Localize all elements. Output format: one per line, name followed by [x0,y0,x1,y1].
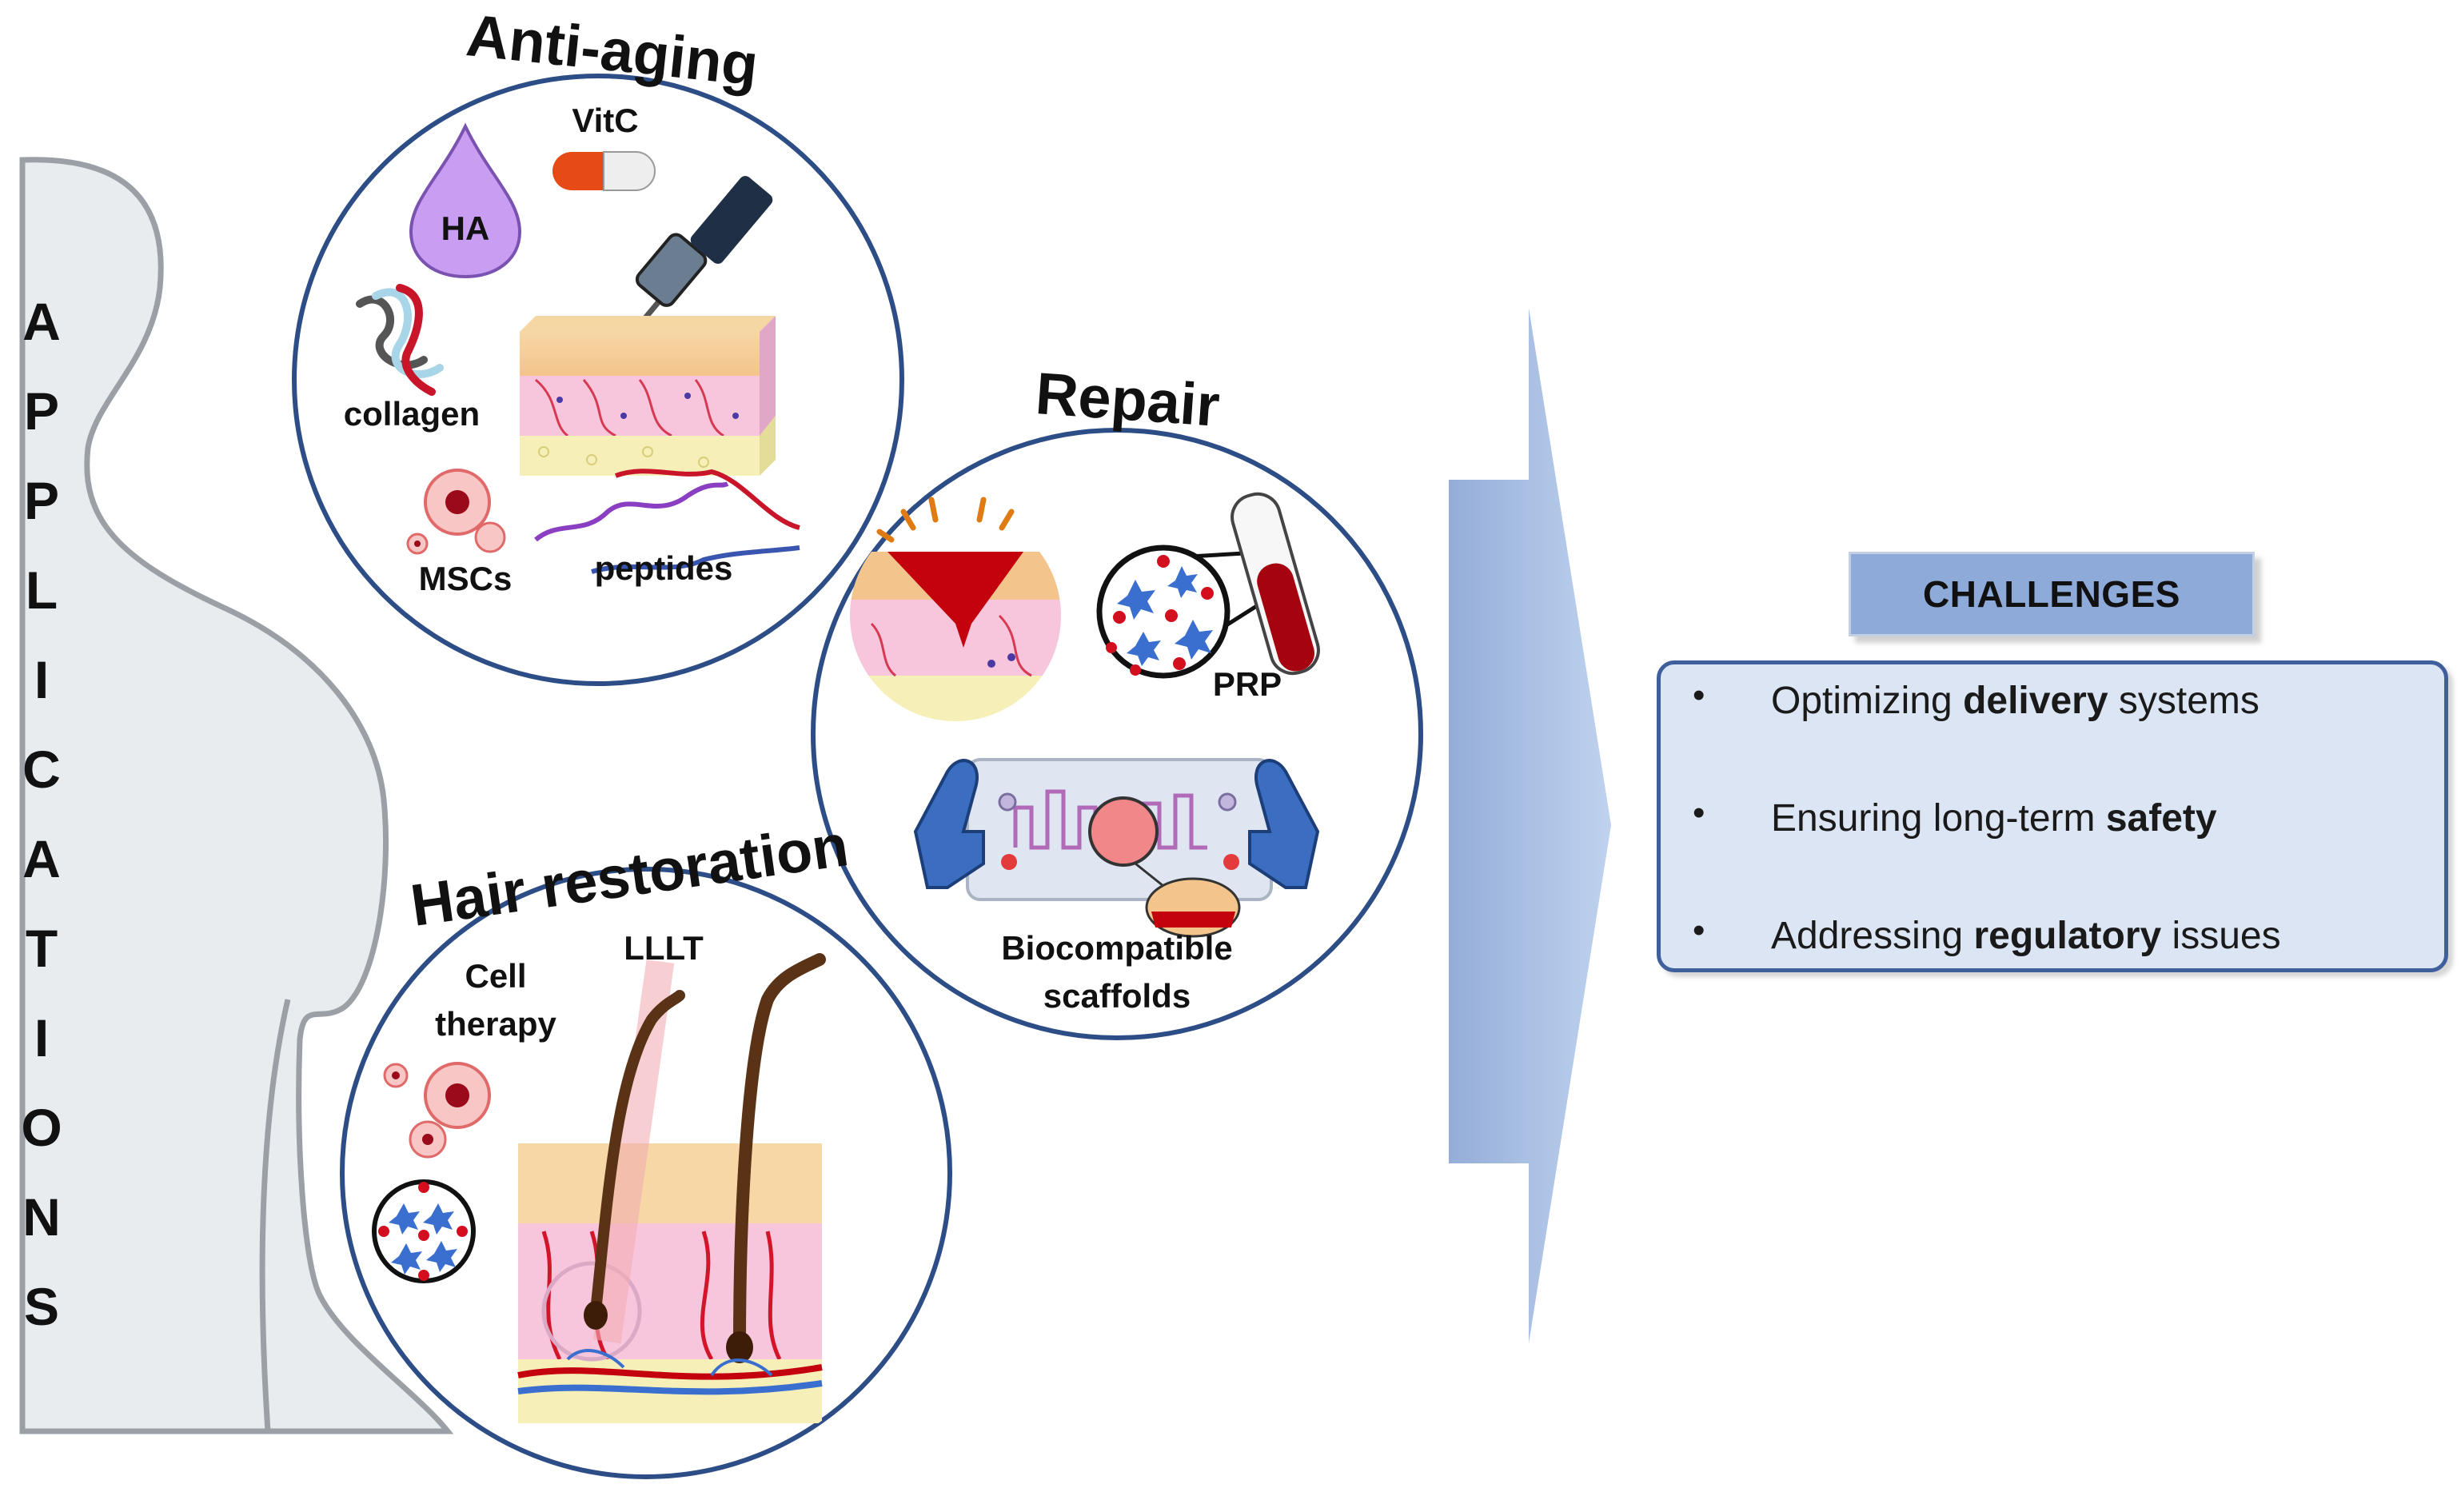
scaffolds-label-line1: Biocompatible [1001,929,1232,967]
anti-aging-panel: Anti-aging HA VitC [292,2,904,686]
body-arm-line [259,999,291,1432]
side-letter: P [24,471,59,530]
mscs-label: MSCs [419,560,513,597]
challenge-emphasis: safety [2105,797,2217,840]
vitc-capsule-icon [552,151,656,191]
stem-cells-icon [383,1062,491,1159]
ha-label: HA [441,209,490,247]
side-letter: I [34,1008,49,1067]
cell-therapy-label-line2: therapy [435,1005,556,1043]
challenge-text: Addressing [1771,915,1974,957]
bullet: • [1693,793,1705,832]
challenge-text: Optimizing [1771,680,1964,722]
side-letter: A [22,829,61,888]
blood-tube-icon [1230,492,1320,676]
challenge-text: Ensuring long-term [1771,797,2106,840]
mscs-cells-icon [406,469,506,555]
hands-icon [913,759,1320,889]
bullet: • [1693,676,1705,715]
side-letter: I [34,650,49,709]
repair-panel: Repair [811,360,1423,1040]
scaffolds-label-line2: scaffolds [1043,977,1191,1015]
prp-label: PRP [1213,665,1282,703]
challenge-emphasis: regulatory [1973,915,2162,957]
body-silhouette [19,157,454,1434]
biocompatible-scaffold-icon [966,758,1273,938]
skin-block-illustration [520,316,776,476]
lllt-label: LLLT [624,929,704,967]
repair-title: Repair [1034,360,1223,439]
challenge-text: systems [2108,680,2260,722]
side-letter: O [21,1098,62,1157]
prp-platelets-small-icon [372,1179,476,1283]
challenges-list-box: • Optimizing delivery systems • Ensuring… [1657,660,2448,972]
side-letter: T [26,919,58,978]
peptides-label: peptides [595,549,733,587]
challenge-text: issues [2161,915,2281,957]
peptides-chains-icon [534,469,800,574]
challenges-heading: CHALLENGES [1849,552,2255,636]
bullet: • [1693,911,1705,950]
collagen-label: collagen [344,395,480,433]
ha-drop-icon [409,122,522,279]
side-letter: N [22,1187,61,1247]
side-letter: P [24,381,59,441]
side-letter: A [22,292,61,351]
cell-therapy-label-line1: Cell [465,957,526,995]
applications-vertical-label: A P P L I C A T I O N S [21,292,62,1336]
vitc-label: VitC [572,102,638,139]
collagen-helix-icon [356,284,444,396]
prp-platelets-icon [1096,545,1281,679]
flow-arrow [1449,308,1611,1343]
side-letter: S [24,1277,59,1336]
side-letter: C [22,740,61,799]
challenge-emphasis: delivery [1963,680,2108,722]
hair-follicle-illustration [517,953,826,1423]
side-letter: L [26,561,58,620]
hair-restoration-panel: Hair restoration Cell therapy LLLT [340,812,952,1479]
